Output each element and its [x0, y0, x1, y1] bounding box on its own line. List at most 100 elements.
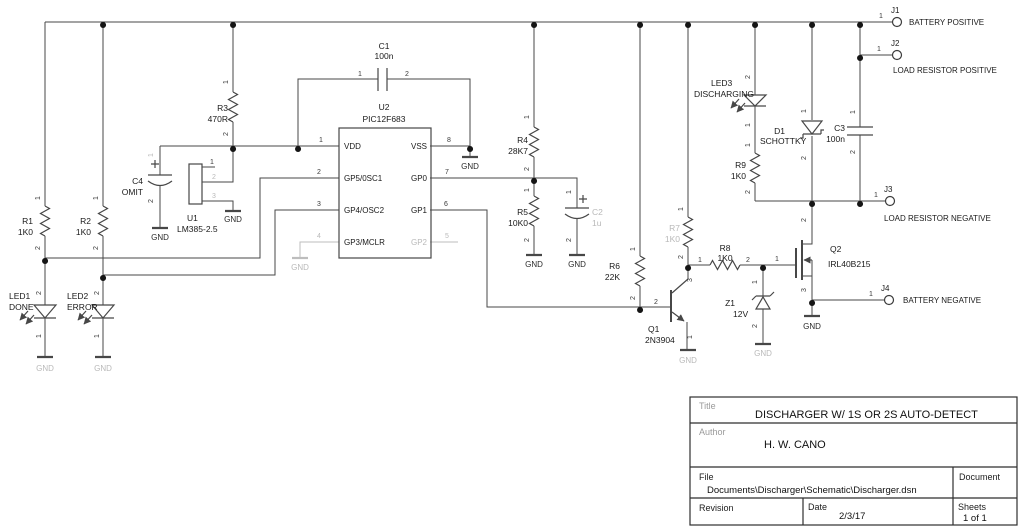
ref-label: R4: [517, 135, 528, 145]
title-block-border: [689, 396, 1018, 526]
pin-number: 1: [524, 188, 531, 192]
capacitor-c3: C3 100n 1 2: [826, 110, 873, 154]
author-value: H. W. CANO: [764, 439, 826, 451]
net-wires: [44, 22, 892, 357]
cap-plates: [564, 207, 590, 220]
plus-sign: [579, 195, 587, 203]
pin-name-gp1: GP1: [411, 206, 428, 215]
pin-number: 2: [745, 190, 752, 194]
ic-body: [338, 127, 432, 259]
mosfet-q2: Q2 IRL40B215 1 2 3: [775, 218, 871, 292]
gnd-label: GND: [568, 260, 586, 269]
pin-number: 1: [358, 71, 362, 78]
resistor-zigzag: [97, 205, 109, 237]
pin-number: 2: [745, 75, 752, 79]
pin-number: 2: [405, 71, 409, 78]
value-label: 12V: [733, 309, 748, 319]
pin-number: 1: [524, 115, 531, 119]
pin-name-gp0: GP0: [411, 174, 428, 183]
date-value: 2/3/17: [839, 511, 865, 522]
pin-number: 1: [874, 192, 878, 199]
ref-label: J3: [884, 185, 893, 194]
ground-symbols: GND GND GND GND GND GND GND GND GND GND …: [36, 155, 821, 373]
ref-label: U1: [187, 213, 198, 223]
led-symbol: [742, 94, 768, 107]
ic-body: [188, 163, 203, 205]
capacitor-c2: C2 1u 1 2: [564, 190, 603, 242]
pin-name-gp2: GP2: [411, 238, 428, 247]
pin-number: 2: [212, 174, 216, 181]
connector-pin-circle: [884, 195, 896, 207]
gnd-label: GND: [679, 356, 697, 365]
schottky-symbol: [800, 120, 824, 139]
ref-label: R6: [609, 261, 620, 271]
value-label: 10K0: [508, 218, 528, 228]
pin-number: 2: [630, 296, 637, 300]
faded-stub-wires: [299, 241, 458, 258]
pin-number: 1: [210, 159, 214, 166]
emitter-arrow: [671, 311, 685, 322]
plus-sign: [151, 160, 159, 168]
pin-number: 4: [317, 233, 321, 240]
gnd-label: GND: [525, 260, 543, 269]
pin-number: 1: [869, 291, 873, 298]
resistor-r6: R6 22K 1 2: [605, 247, 646, 300]
emission-arrow: [77, 310, 87, 321]
pin-number: 2: [35, 246, 42, 250]
pin-number: 2: [94, 291, 101, 295]
gnd-label: GND: [94, 364, 112, 373]
wires: [44, 21, 892, 357]
gnd-label: GND: [461, 162, 479, 171]
gnd-label: GND: [291, 263, 309, 272]
resistor-r7: R7 1K0 1 2: [665, 207, 694, 259]
pin-number: 2: [524, 238, 531, 242]
pin-number: 1: [877, 46, 881, 53]
pin-number: 6: [444, 201, 448, 208]
value-label: SCHOTTKY: [760, 136, 807, 146]
pin-number: 2: [566, 238, 573, 242]
revision-label: Revision: [699, 503, 734, 513]
led-led3: LED3 DISCHARGING 2 1: [694, 75, 768, 127]
ref-label: D1: [774, 126, 785, 136]
value-label: OMIT: [122, 187, 143, 197]
pin-number: 1: [745, 123, 752, 127]
ref-label: LED2: [67, 291, 89, 301]
pin-number: 2: [36, 291, 43, 295]
ref-label: C2: [592, 207, 603, 217]
value-label: 1K0: [76, 227, 91, 237]
connector-pin-circle: [891, 49, 903, 61]
value-label: LM385-2.5: [177, 224, 218, 234]
connector-j2: J2 1 LOAD RESISTOR POSITIVE: [877, 39, 997, 75]
connector-j1: J1 1 BATTERY POSITIVE: [879, 6, 984, 28]
ref-label: R9: [735, 160, 746, 170]
title-label: Title: [699, 401, 716, 411]
resistor-r8: R8 1K0 1 2: [698, 243, 750, 271]
value-label: 2N3904: [645, 335, 675, 345]
sheets-value: 1 of 1: [963, 513, 987, 524]
ref-label: C1: [379, 41, 390, 51]
pin-name-gp4: GP4/OSC2: [344, 206, 385, 215]
pin-number: 1: [566, 190, 573, 194]
capacitor-c1: C1 100n 1 2: [358, 41, 409, 91]
pin-number: 2: [752, 324, 759, 328]
pin-number: 1: [687, 335, 694, 339]
resistor-zigzag: [227, 91, 239, 123]
pin-number: 1: [36, 334, 43, 338]
file-label: File: [699, 472, 714, 482]
connector-j4: J4 1 BATTERY NEGATIVE: [869, 284, 981, 306]
pin-number: 1: [698, 257, 702, 264]
ref-label: LED1: [9, 291, 31, 301]
ref-label: R7: [669, 223, 680, 233]
emission-arrow: [83, 314, 93, 325]
pin-number: 5: [445, 233, 449, 240]
pin-name-vss: VSS: [411, 142, 427, 151]
title-block-grid: [690, 422, 1017, 525]
pin-number: 1: [223, 80, 230, 84]
ic-u1: U1 LM385-2.5 1 2 3: [177, 159, 218, 234]
pin-name-gp3: GP3/MCLR: [344, 238, 385, 247]
connector-name: BATTERY NEGATIVE: [903, 296, 981, 305]
ref-label: LED3: [711, 78, 733, 88]
resistor-zigzag: [528, 195, 540, 227]
pin-number: 1: [630, 247, 637, 251]
